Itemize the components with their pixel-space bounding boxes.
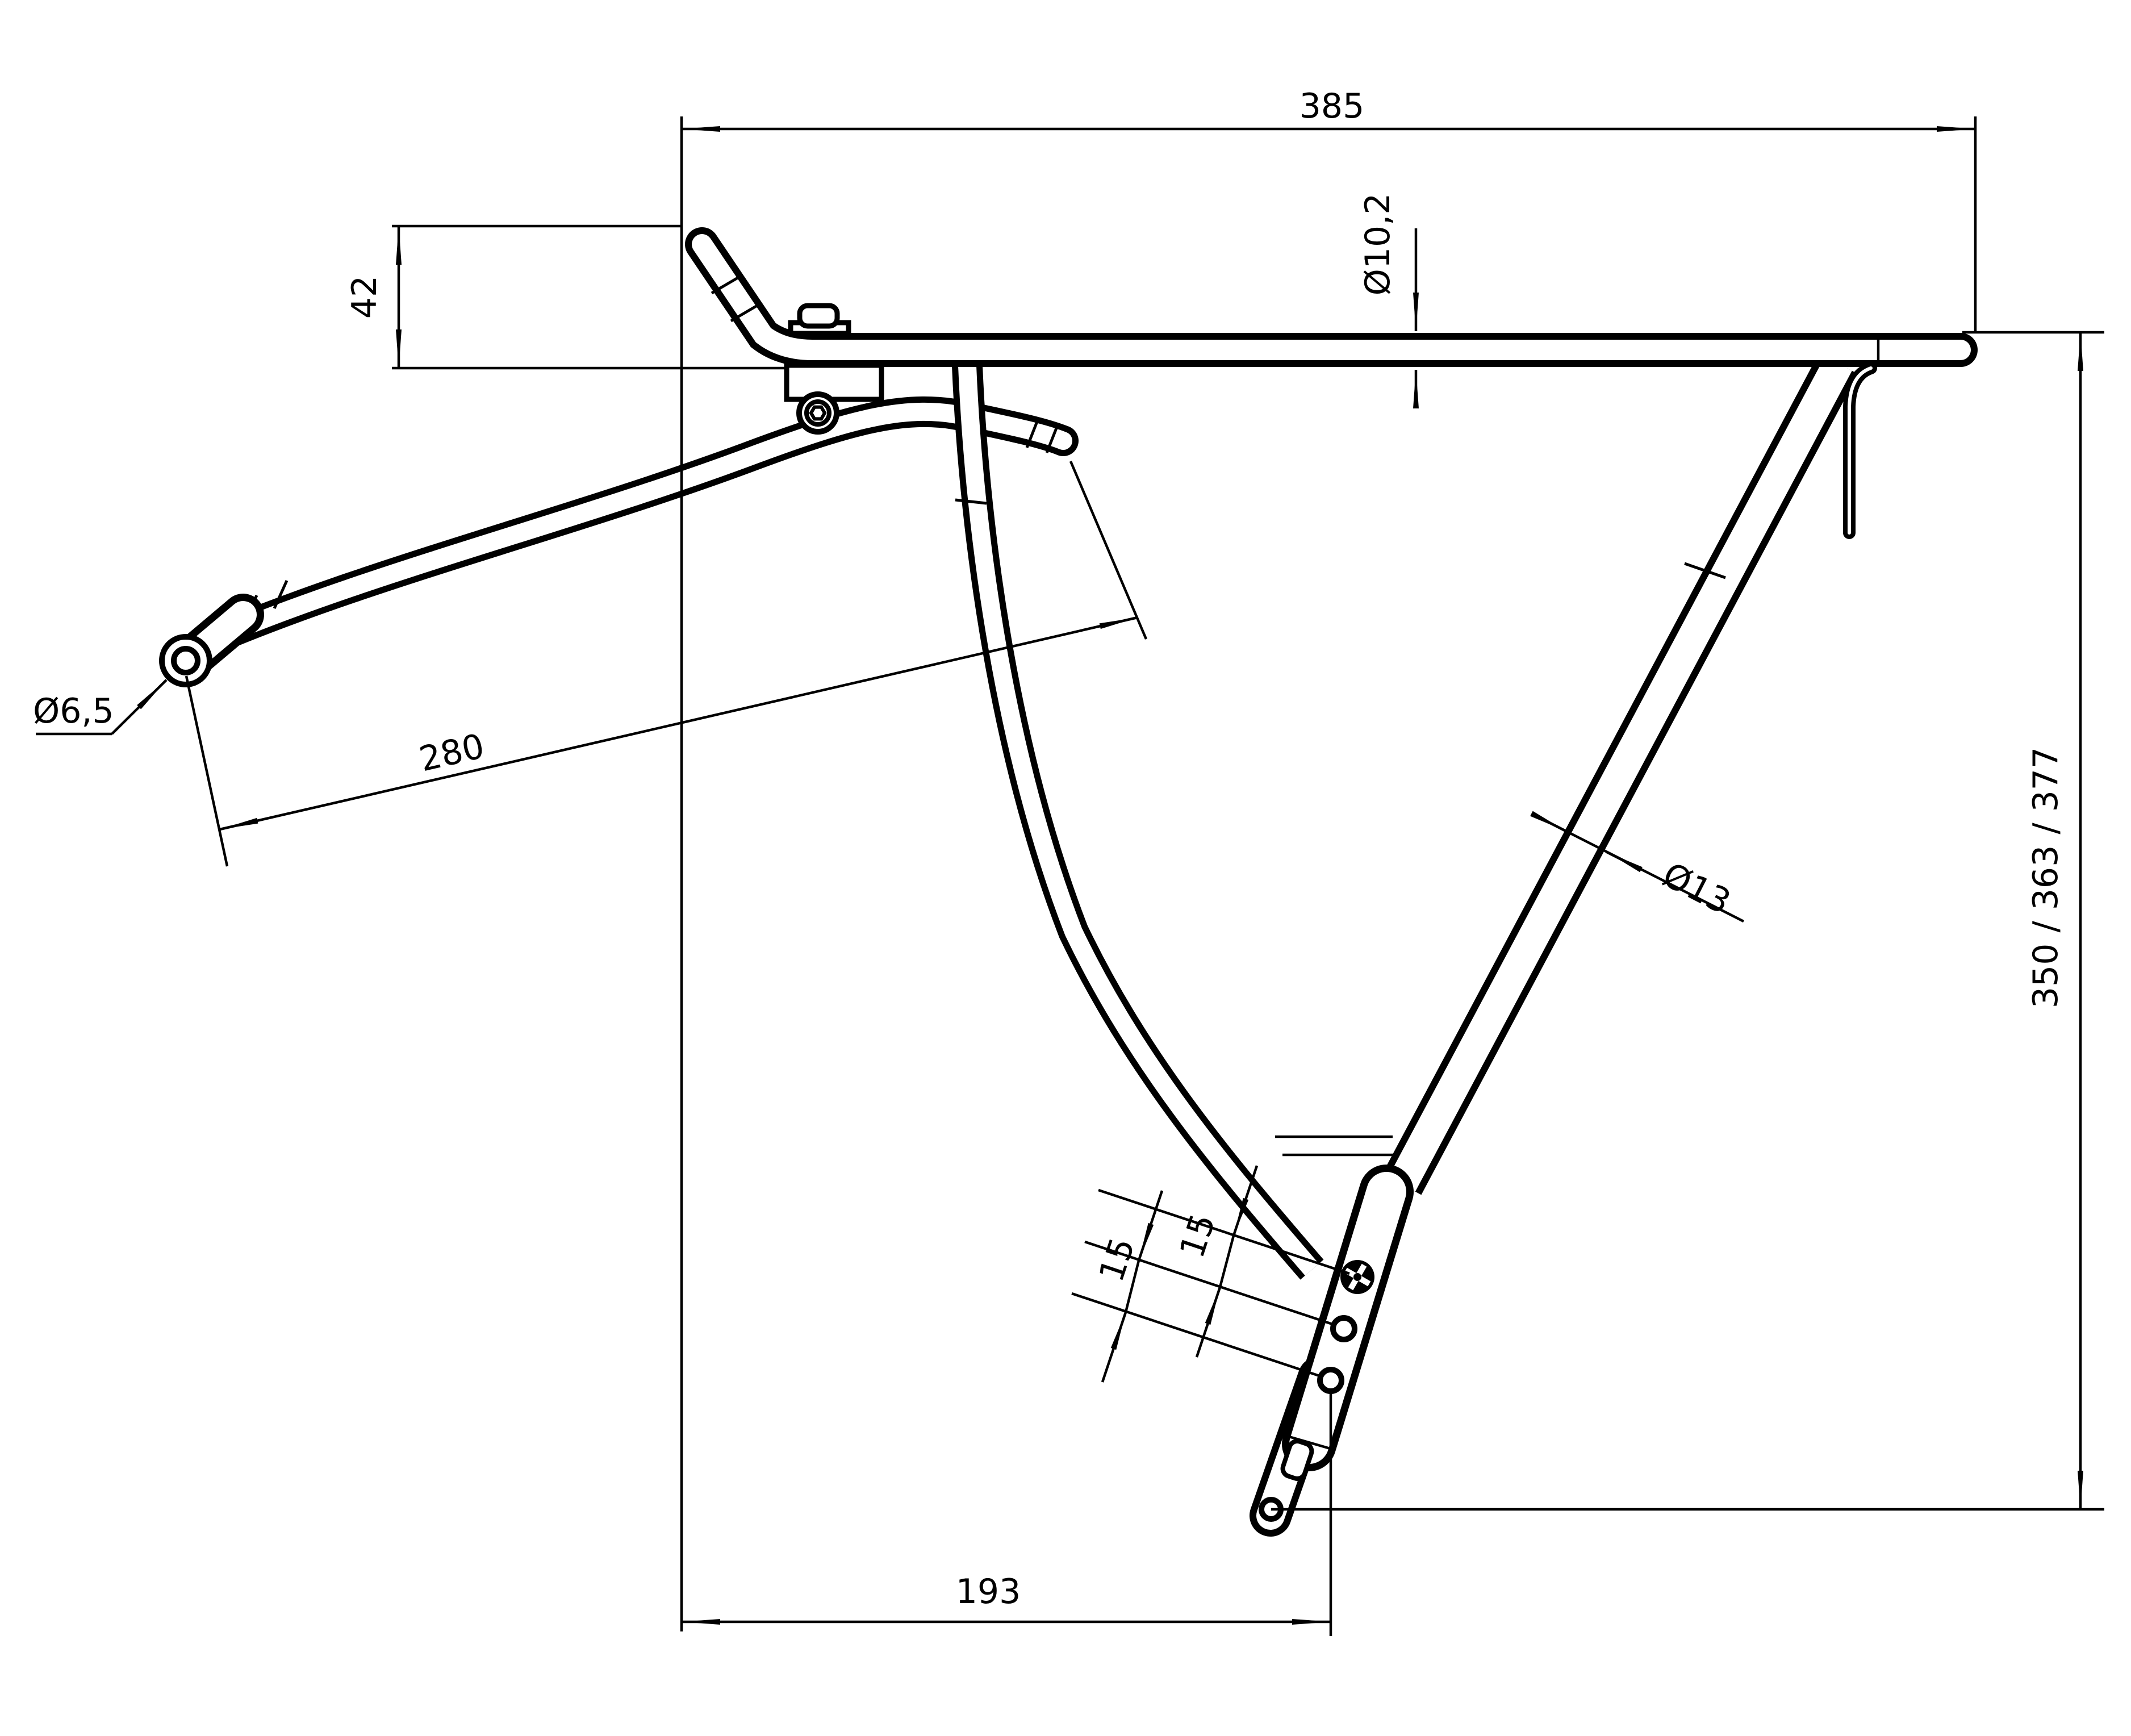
- stay-eyelet: [159, 594, 264, 687]
- leader-arrow: [1530, 811, 1567, 833]
- leg-strut-connector: [1275, 1135, 1401, 1157]
- strut-bend-mark: [1684, 562, 1726, 579]
- plate-bolt: [1340, 1260, 1374, 1294]
- dimension-arrow: [1101, 1312, 1127, 1383]
- dim-15-pair: 15 15: [1071, 1165, 1350, 1383]
- dim-o65-label: Ø6,5: [33, 691, 114, 731]
- dim-o65: Ø6,5: [33, 679, 168, 736]
- dimension-arrow: [1137, 1190, 1164, 1261]
- dim-42-label: 42: [345, 276, 385, 319]
- clamp-block: [784, 362, 884, 435]
- rear-strut-tube: [1382, 353, 1858, 1195]
- plate-hole-upper: [1330, 1315, 1357, 1342]
- extension-line: [1071, 1292, 1323, 1379]
- stay-bend-mark: [273, 579, 289, 610]
- stub-bend-mark: [1025, 418, 1040, 448]
- spring-hook: [1843, 362, 1877, 539]
- extension-line: [1098, 1188, 1350, 1275]
- dim-193-label: 193: [956, 1572, 1021, 1612]
- extension-line: [185, 675, 229, 867]
- slider-slot: [1280, 1439, 1314, 1481]
- center-leg-tube: [952, 365, 1324, 1280]
- dim-o102: Ø10,2: [1358, 193, 1419, 408]
- dim-385: 385: [682, 86, 1977, 331]
- extension-line: [1069, 461, 1148, 640]
- dim-350-label: 350 / 363 / 377: [2026, 747, 2066, 1008]
- dimension-arrow: [1232, 1165, 1259, 1236]
- dim-42: 42: [345, 224, 788, 370]
- dimension-line: [219, 616, 1138, 831]
- dimension-arrow: [1195, 1287, 1222, 1358]
- leg-bend-mark: [955, 498, 987, 505]
- dim-350-363-377: 350 / 363 / 377: [1271, 331, 2104, 1511]
- platform-bend-mark: [711, 276, 739, 295]
- leader-arrow: [1606, 850, 1643, 873]
- platform-tab: [788, 303, 851, 336]
- extension-line: [1084, 1240, 1336, 1327]
- platform-tube: [685, 227, 1978, 367]
- stub-bend-mark: [1045, 423, 1060, 453]
- dim-193: 193: [682, 1392, 1332, 1636]
- dim-385-label: 385: [1300, 86, 1365, 126]
- dimension-line: [1124, 1260, 1140, 1313]
- eyelet-hole: [171, 646, 200, 675]
- plate-hole-lower: [1317, 1367, 1344, 1394]
- leader-line: [111, 679, 168, 735]
- clamp-bolt-torx: [809, 405, 827, 421]
- dimension-line: [1218, 1235, 1235, 1288]
- dim-o102-label: Ø10,2: [1358, 193, 1398, 296]
- dim-280-label: 280: [416, 727, 488, 780]
- front-stay-tube: [185, 396, 1079, 661]
- platform-bend-mark: [730, 304, 758, 323]
